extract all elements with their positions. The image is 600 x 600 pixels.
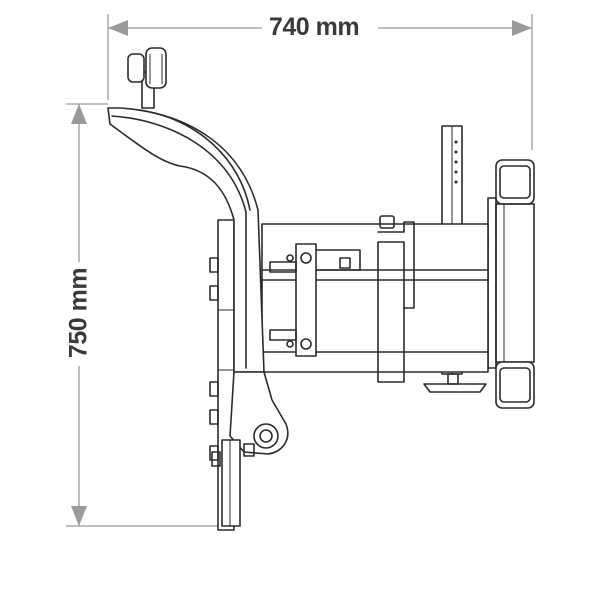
grip-knob	[127, 47, 167, 109]
height-dimension-line	[66, 103, 220, 527]
width-dimension-label: 740 mm	[269, 13, 360, 41]
width-dimension-line	[107, 14, 533, 150]
foot-blade	[221, 439, 241, 527]
curved-arm	[107, 107, 265, 373]
pivot-bracket	[211, 371, 289, 467]
cutter-head	[479, 159, 535, 409]
flange-plate	[269, 243, 351, 357]
